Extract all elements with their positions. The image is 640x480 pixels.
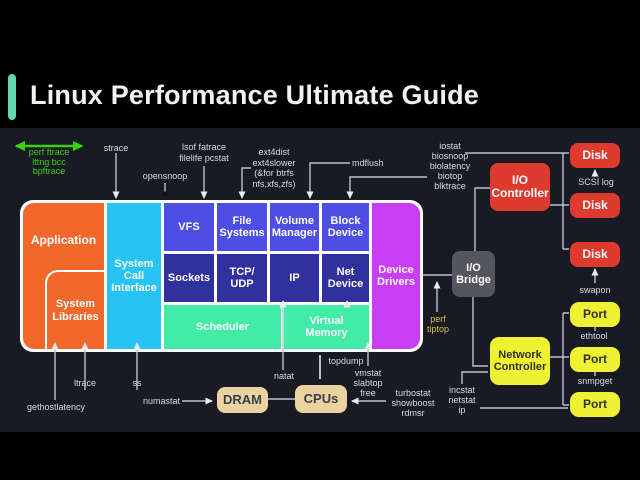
port-box: Port bbox=[570, 302, 620, 327]
virtual-memory-box: Virtual Memory bbox=[284, 305, 369, 349]
file-systems-box: File Systems bbox=[217, 203, 267, 251]
label-strace: strace bbox=[103, 143, 129, 153]
label-turbostat: turbostat showboost rdmsr bbox=[391, 388, 435, 418]
label-ltrace: ltrace bbox=[73, 378, 97, 388]
label-gethostlatency: gethostlatency bbox=[26, 402, 86, 412]
block-device-box: Block Device bbox=[322, 203, 369, 251]
page-title: Linux Performance Ultimate Guide bbox=[30, 80, 479, 110]
net-device-box: Net Device bbox=[322, 254, 369, 302]
label-scsi-log: SCSI log bbox=[578, 177, 614, 187]
disk-box: Disk bbox=[570, 242, 620, 267]
label-incstat: incstat netstat ip bbox=[448, 385, 476, 415]
label-swapon: swapon bbox=[579, 285, 611, 295]
cpus-box: CPUs bbox=[295, 385, 347, 413]
port-box: Port bbox=[570, 347, 620, 372]
system-libraries-box: System Libraries bbox=[45, 270, 104, 349]
label-iostat: iostat biosnoop biolatency biotop blktra… bbox=[429, 141, 471, 191]
application-box: Application System Libraries bbox=[23, 203, 104, 349]
label-ethtool: ethtool bbox=[580, 331, 608, 341]
sockets-box: Sockets bbox=[164, 254, 214, 302]
scheduler-box: Scheduler bbox=[164, 305, 281, 349]
label-mdflush: mdflush bbox=[352, 158, 384, 168]
ip-box: IP bbox=[270, 254, 319, 302]
label-ext4: ext4dist ext4slower (&for btrfs nfs,xfs,… bbox=[252, 147, 296, 189]
label-lsof: lsof fatrace filelife pcstat bbox=[179, 142, 229, 163]
volume-manager-box: Volume Manager bbox=[270, 203, 319, 251]
network-controller-box: Network Controller bbox=[490, 337, 550, 385]
tcp-udp-box: TCP/ UDP bbox=[217, 254, 267, 302]
dram-box: DRAM bbox=[217, 387, 268, 413]
device-drivers-box: Device Drivers bbox=[372, 203, 420, 349]
label-natat: natat bbox=[273, 371, 295, 381]
vfs-box: VFS bbox=[164, 203, 214, 251]
application-label: Application bbox=[30, 233, 97, 247]
label-tracers: perf ftrace lttng bcc bpftrace bbox=[28, 147, 70, 176]
label-opensnoop: opensnoop bbox=[142, 171, 188, 181]
label-topdump: topdump bbox=[328, 356, 364, 366]
label-vmstat: vmstat slabtop free bbox=[353, 368, 383, 398]
title-accent-bar bbox=[8, 74, 16, 120]
label-ss: ss bbox=[132, 378, 142, 388]
system-libraries-label: System Libraries bbox=[52, 297, 99, 323]
io-bridge-box: I/O Bridge bbox=[452, 251, 495, 297]
label-perf-tiptop: perf tiptop bbox=[426, 314, 450, 334]
port-box: Port bbox=[570, 392, 620, 417]
io-controller-box: I/O Controller bbox=[490, 163, 550, 211]
disk-box: Disk bbox=[570, 193, 620, 218]
label-numastat: numastat bbox=[142, 396, 180, 406]
label-snmpget: snmpget bbox=[577, 376, 613, 386]
disk-box: Disk bbox=[570, 143, 620, 168]
syscall-interface-box: System Call Interface bbox=[107, 203, 161, 349]
